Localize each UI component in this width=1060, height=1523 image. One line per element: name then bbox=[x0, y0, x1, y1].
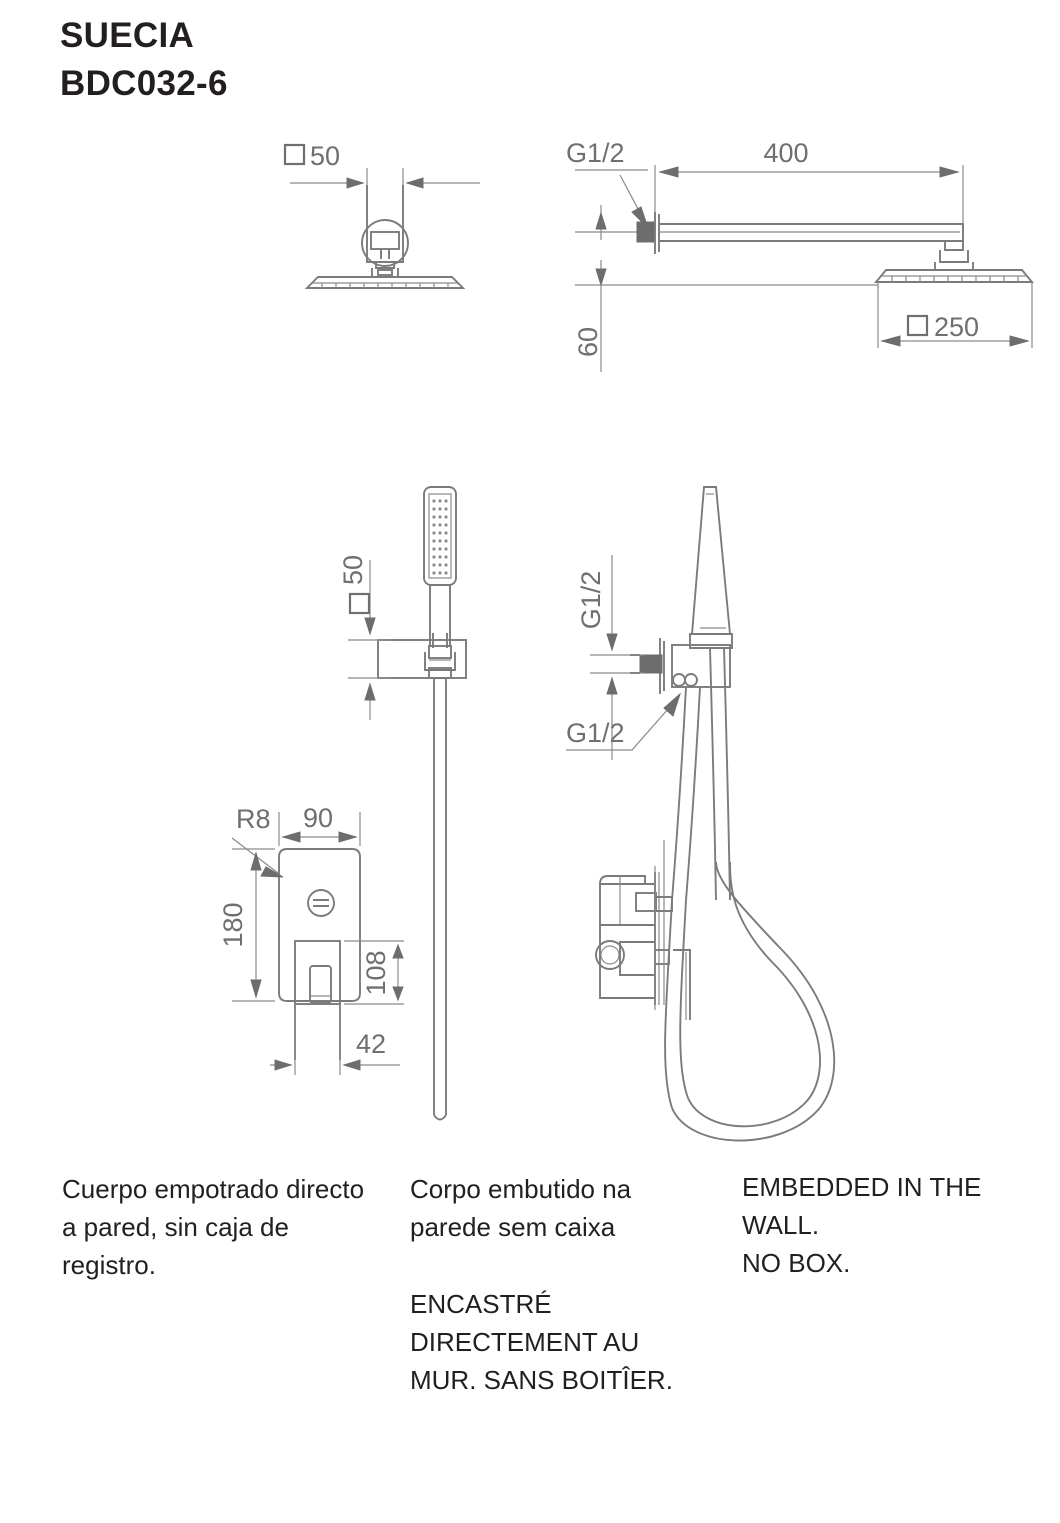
dim-label-corner-radius: R8 bbox=[236, 804, 271, 834]
note-portuguese-text: Corpo embutido na parede sem caixa bbox=[410, 1174, 632, 1242]
view-rain-shower-front: 50 bbox=[283, 141, 480, 289]
dim-label-arm-drop: 60 bbox=[573, 327, 603, 357]
dim-label-outlet-plate: 50 bbox=[338, 555, 368, 585]
dim-label-spout-height: 108 bbox=[361, 950, 391, 995]
view-mixer-plate-front: 90 R8 180 108 42 bbox=[218, 803, 404, 1075]
view-hand-shower-front: 50 bbox=[338, 486, 467, 1121]
dim-label-arm-projection: 400 bbox=[763, 138, 808, 168]
note-french: ENCASTRÉ DIRECTEMENT AU MUR. SANS BOITÎE… bbox=[410, 1285, 710, 1399]
view-mixer-side-with-hose bbox=[595, 840, 836, 1142]
dim-label-outlet-thread-top: G1/2 bbox=[576, 571, 606, 630]
square-symbol-50 bbox=[283, 143, 306, 166]
square-symbol-250 bbox=[906, 314, 929, 337]
note-spanish: Cuerpo empotrado directo a pared, sin ca… bbox=[62, 1170, 372, 1284]
page-title-product-name: SUECIA bbox=[60, 16, 195, 55]
dim-label-outlet-thread-bottom: G1/2 bbox=[566, 718, 625, 748]
view-rain-shower-side: 400 G1/2 60 bbox=[566, 138, 1035, 372]
note-spanish-text: Cuerpo empotrado directo a pared, sin ca… bbox=[62, 1174, 365, 1280]
note-french-text: ENCASTRÉ DIRECTEMENT AU MUR. SANS BOITÎE… bbox=[410, 1289, 673, 1395]
dim-label-head-size: 250 bbox=[934, 312, 979, 342]
dim-label-spout-width: 42 bbox=[356, 1029, 386, 1059]
dim-label-arm-width: 50 bbox=[310, 141, 340, 171]
dim-label-inlet-thread: G1/2 bbox=[566, 138, 625, 168]
dim-label-plate-height: 180 bbox=[218, 902, 248, 947]
dim-label-plate-width: 90 bbox=[303, 803, 333, 833]
note-portuguese: Corpo embutido na parede sem caixa bbox=[410, 1170, 700, 1246]
view-hand-shower-side: G1/2 G1/2 bbox=[566, 486, 733, 901]
square-symbol-50-hand bbox=[348, 592, 371, 615]
page-title-product-code: BDC032-6 bbox=[60, 64, 228, 103]
note-english-text: EMBEDDED IN THE WALL. NO BOX. bbox=[742, 1172, 982, 1278]
note-english: EMBEDDED IN THE WALL. NO BOX. bbox=[742, 1168, 1042, 1282]
title-block: SUECIA BDC032-6 bbox=[60, 12, 228, 108]
